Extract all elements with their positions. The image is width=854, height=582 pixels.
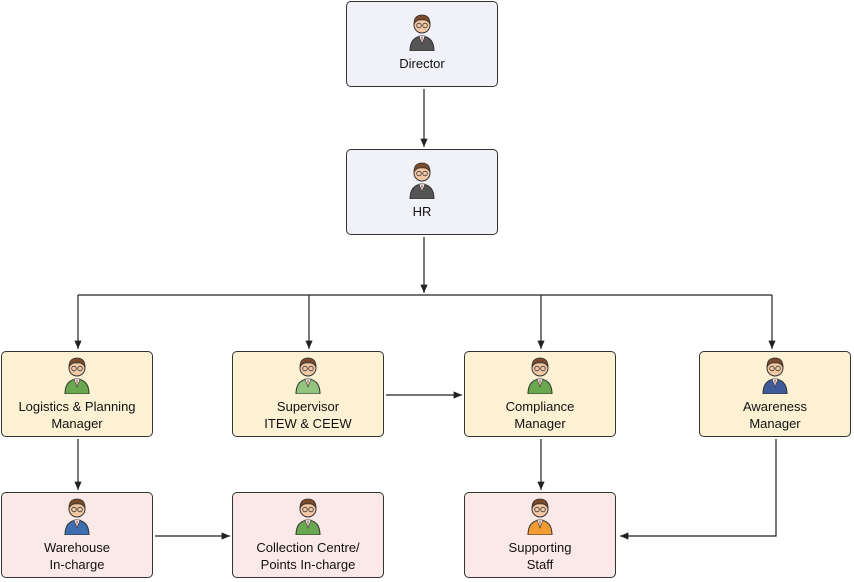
- node-hr[interactable]: HR: [346, 149, 498, 235]
- node-collection-incharge[interactable]: Collection Centre/Points In-charge: [232, 492, 384, 578]
- node-label-line2: Manager: [749, 416, 801, 431]
- person-avatar-icon: [64, 357, 90, 394]
- person-avatar-icon: [295, 357, 321, 394]
- node-label-line2: In-charge: [49, 557, 105, 572]
- node-label-line1: Warehouse: [44, 540, 110, 555]
- arrow-awareness-supporting: [620, 439, 777, 540]
- person-avatar-icon: [527, 498, 553, 535]
- person-avatar-icon: [295, 498, 321, 535]
- node-label: Director: [399, 55, 445, 72]
- node-label-line2: Staff: [526, 557, 554, 572]
- node-label: HR: [413, 203, 432, 220]
- node-label-line1: Supervisor: [276, 399, 340, 414]
- person-avatar-icon: [64, 498, 90, 535]
- person-avatar-icon: [409, 14, 435, 51]
- node-label-line1: Supporting: [508, 540, 572, 555]
- person-avatar-icon: [527, 357, 553, 394]
- node-label-line2: Points In-charge: [260, 557, 356, 572]
- node-label-line2: Manager: [51, 416, 103, 431]
- person-avatar-icon: [409, 162, 435, 199]
- node-label-line2: Manager: [514, 416, 566, 431]
- node-director[interactable]: Director: [346, 1, 498, 87]
- person-avatar-icon: [762, 357, 788, 394]
- node-label-line2: ITEW & CEEW: [264, 416, 352, 431]
- node-label-line1: Director: [399, 56, 445, 71]
- node-label-line1: Logistics & Planning: [18, 399, 136, 414]
- node-label-line1: Awareness: [742, 399, 808, 414]
- node-label: Collection Centre/Points In-charge: [256, 539, 359, 573]
- node-label-line1: HR: [412, 204, 432, 219]
- node-label-line1: Compliance: [505, 399, 575, 414]
- node-label-line1: Collection Centre/: [256, 540, 360, 555]
